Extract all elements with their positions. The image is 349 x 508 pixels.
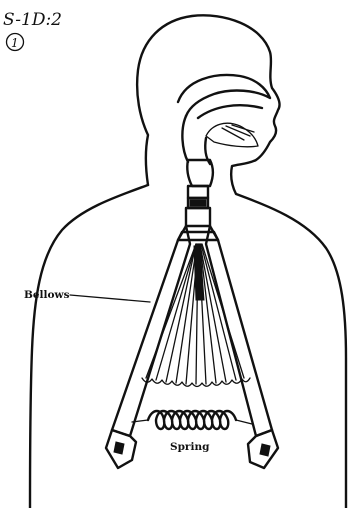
nasal-oral-cavity	[178, 75, 270, 164]
tongue-mark-1	[222, 128, 244, 140]
spring-right-anchor	[236, 420, 252, 424]
bellows-label: Bellows	[24, 289, 70, 301]
tongue	[206, 123, 258, 147]
pharynx-back	[182, 116, 188, 162]
body-outline	[30, 15, 346, 508]
trachea-ring-1	[188, 186, 208, 198]
trachea-shade	[190, 200, 206, 206]
trachea	[186, 160, 213, 226]
body-silhouette	[137, 15, 346, 508]
handwritten-annotation: S-1D:2 1	[3, 10, 62, 51]
palate-line	[198, 105, 262, 118]
nasal-cavity	[178, 75, 270, 116]
tongue-mark-3	[232, 125, 254, 132]
bellows-neck	[186, 208, 210, 226]
bellows	[106, 226, 278, 468]
spring-label: Spring	[170, 441, 210, 453]
annotation-number: 1	[11, 36, 19, 50]
right-handle-shade	[260, 444, 270, 456]
spring-coil	[148, 411, 236, 429]
annotation-code: S-1D:2	[3, 10, 62, 30]
bellows-nozzle	[178, 232, 218, 240]
bellows-pleats	[142, 244, 250, 387]
body-left-side	[30, 185, 148, 508]
bellows-leader-line	[70, 295, 150, 302]
left-handle-shade	[114, 442, 124, 454]
spring	[132, 411, 252, 429]
bellows-left-board	[112, 226, 190, 436]
